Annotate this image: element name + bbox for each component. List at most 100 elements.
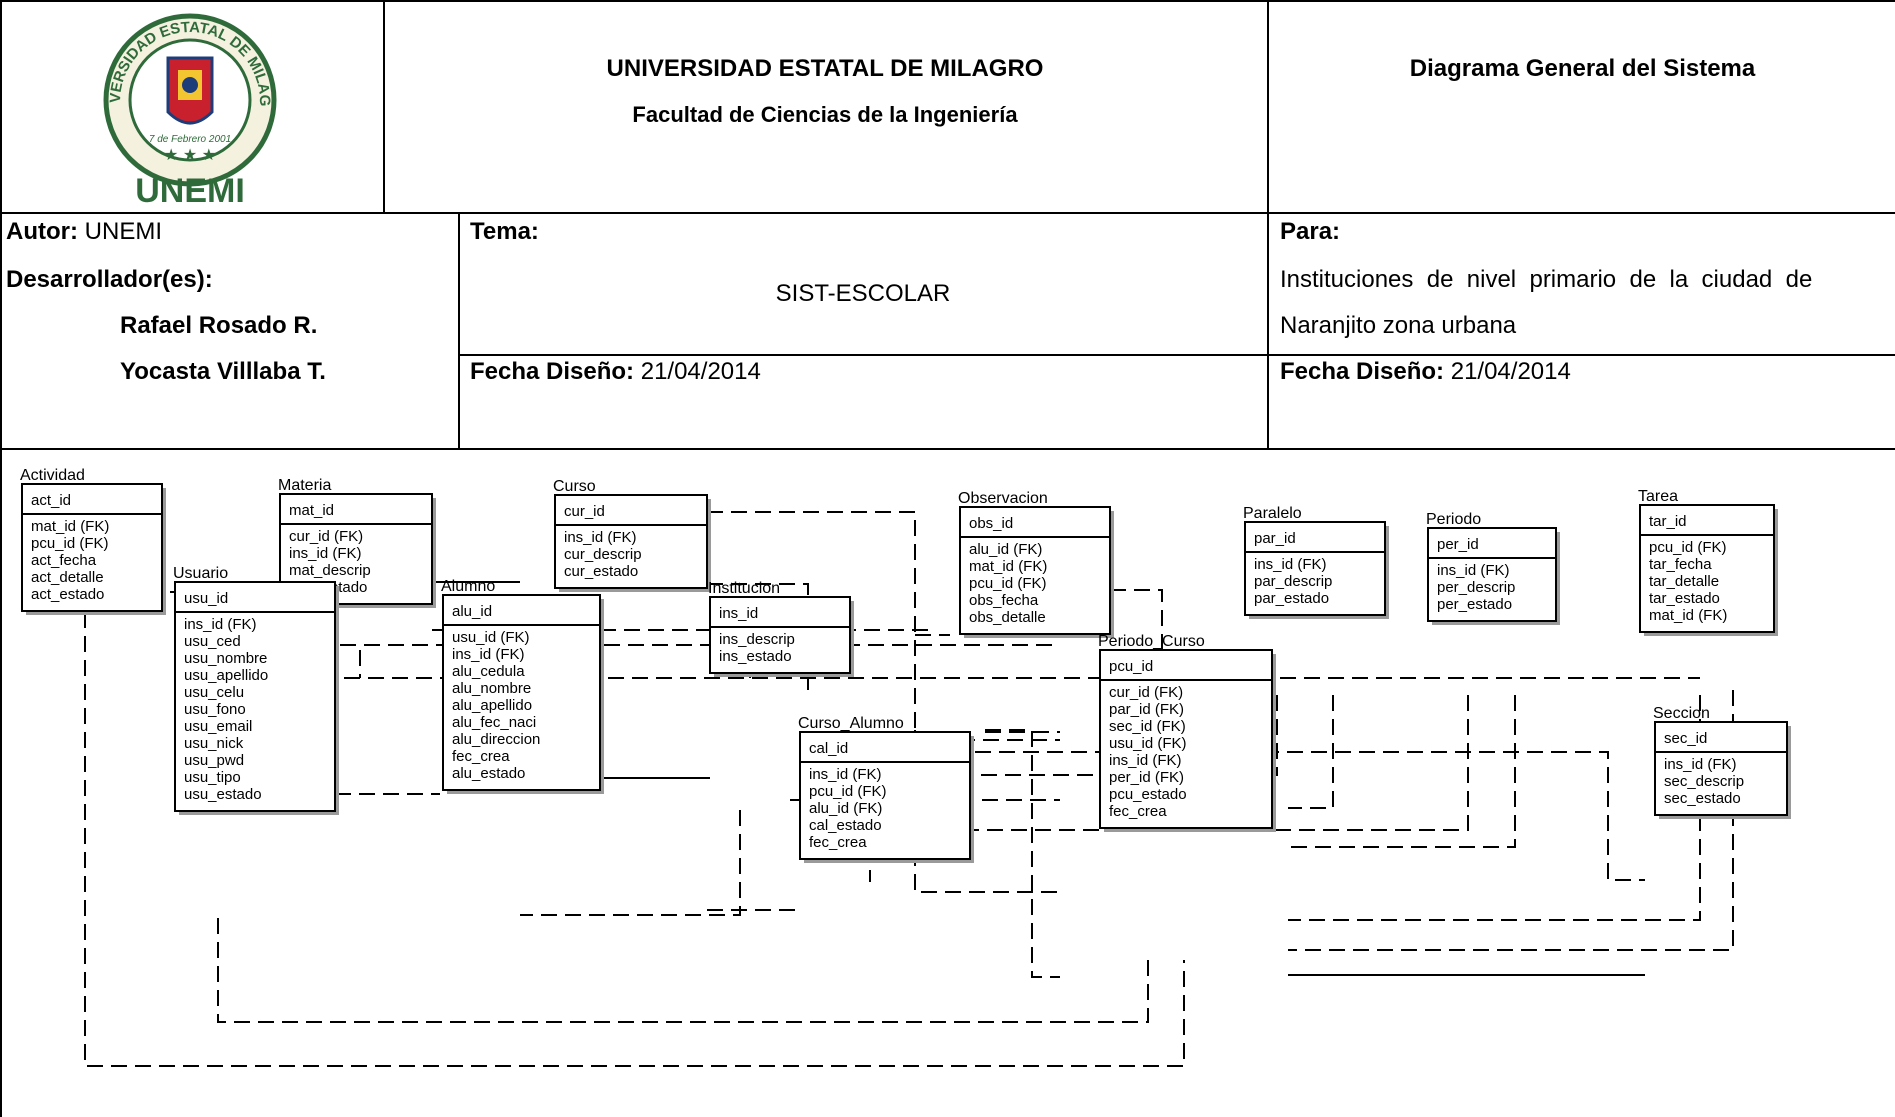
entity-attribute: usu_fono	[184, 701, 246, 718]
entity-attribute: obs_detalle	[969, 609, 1046, 626]
entity-box	[709, 596, 851, 674]
entity-title: Curso	[553, 478, 596, 495]
document-title: Diagrama General del Sistema	[1409, 55, 1756, 82]
entity-attribute: usu_estado	[184, 786, 262, 803]
entity-attribute: usu_celu	[184, 684, 244, 701]
entity-attribute: tar_fecha	[1649, 556, 1712, 573]
frame-top-border	[0, 0, 1895, 2]
developer-1: Rafael Rosado R.	[120, 312, 318, 339]
design-date-value: 21/04/2014	[640, 358, 761, 385]
topic-value: SIST-ESCOLAR	[775, 280, 951, 307]
entity-attribute: usu_email	[184, 718, 252, 735]
entity-attribute: fec_crea	[452, 748, 510, 765]
entity-attribute: ins_id (FK)	[452, 646, 525, 663]
info-col1-divider	[458, 212, 460, 450]
entity-attribute: par_estado	[1254, 590, 1329, 607]
entity-attribute: per_descrip	[1437, 579, 1515, 596]
entity-attribute: tar_estado	[1649, 590, 1720, 607]
primary-key: per_id	[1437, 536, 1479, 553]
primary-key: alu_id	[452, 603, 492, 620]
entity-attribute: usu_pwd	[184, 752, 244, 769]
audience-line-1: Instituciones de nivel primario de la ci…	[1280, 266, 1813, 293]
entity-title: Curso_Alumno	[798, 715, 904, 732]
entity-attribute: ins_id (FK)	[184, 616, 257, 633]
primary-key: par_id	[1254, 530, 1296, 547]
header-row-divider	[0, 212, 1895, 214]
university-name: UNIVERSIDAD ESTATAL DE MILAGRO	[606, 55, 1044, 82]
entity-attribute: alu_cedula	[452, 663, 525, 680]
primary-key: tar_id	[1649, 513, 1687, 530]
entity-attribute: usu_nombre	[184, 650, 267, 667]
entity-title: Periodo_Curso	[1098, 633, 1205, 650]
entity-attribute: usu_ced	[184, 633, 241, 650]
diagram-section-divider	[0, 448, 1895, 450]
entity-attribute: ins_id (FK)	[289, 545, 362, 562]
entity-attribute: pcu_id (FK)	[969, 575, 1047, 592]
entity-title: Paralelo	[1243, 505, 1302, 522]
entity-attribute: ins_estado	[719, 648, 792, 665]
university-logo: UNIVERSIDAD ESTATAL DE MILAGRO 7 de Febr…	[92, 0, 283, 210]
entity-attribute: alu_nombre	[452, 680, 531, 697]
entity-attribute: ins_id (FK)	[1109, 752, 1182, 769]
entity-attribute: cur_estado	[564, 563, 638, 580]
entity-attribute: alu_apellido	[452, 697, 532, 714]
primary-key: usu_id	[184, 590, 228, 607]
entity-attribute: ins_descrip	[719, 631, 795, 648]
design-date-label: Fecha Diseño:	[470, 358, 635, 385]
entity-title: Tarea	[1638, 488, 1678, 505]
entity-attribute: ins_id (FK)	[564, 529, 637, 546]
entity-title: Institucion	[708, 580, 780, 597]
entity-attribute: usu_nick	[184, 735, 244, 752]
author-value: UNEMI	[84, 218, 162, 245]
design-date-field-2: Fecha Diseño: 21/04/2014	[1280, 358, 1571, 386]
entity-attribute: mat_id (FK)	[969, 558, 1047, 575]
design-date-field: Fecha Diseño: 21/04/2014	[470, 358, 761, 386]
design-date-label-2: Fecha Diseño:	[1280, 358, 1445, 385]
entity-attribute: ins_id (FK)	[1664, 756, 1737, 773]
entity-attribute: usu_tipo	[184, 769, 241, 786]
developers-label: Desarrollador(es):	[6, 266, 213, 293]
entity-box	[442, 594, 601, 791]
entity-title: Seccion	[1653, 705, 1710, 722]
info-row-divider	[458, 354, 1895, 356]
entity-attribute: pcu_estado	[1109, 786, 1187, 803]
entity-box	[959, 506, 1111, 635]
entity-box	[21, 483, 163, 612]
entity-attribute: alu_estado	[452, 765, 525, 782]
entity-attribute: pcu_id (FK)	[809, 783, 887, 800]
primary-key: ins_id	[719, 605, 758, 622]
entity-attribute: per_id (FK)	[1109, 769, 1184, 786]
entity-title: Periodo	[1426, 511, 1481, 528]
entity-attribute: mat_descrip	[289, 562, 371, 579]
entity-attribute: sec_estado	[1664, 790, 1741, 807]
entity-box	[1427, 527, 1557, 622]
entity-attribute: obs_fecha	[969, 592, 1039, 609]
primary-key: sec_id	[1664, 730, 1707, 747]
entity-attribute: alu_direccion	[452, 731, 540, 748]
entity-attribute: par_descrip	[1254, 573, 1332, 590]
primary-key: pcu_id	[1109, 658, 1153, 675]
entity-title: Alumno	[441, 578, 495, 595]
entity-box	[1654, 721, 1788, 816]
primary-key: cur_id	[564, 503, 605, 520]
entity-attribute: pcu_id (FK)	[31, 535, 109, 552]
faculty-name: Facultad de Ciencias de la Ingeniería	[632, 102, 1018, 127]
entity-box	[174, 581, 336, 812]
entity-box	[554, 494, 708, 589]
entity-attribute: ins_id (FK)	[1437, 562, 1510, 579]
entity-title: Observacion	[958, 490, 1048, 507]
entity-attribute: act_detalle	[31, 569, 104, 586]
entity-attribute: alu_fec_naci	[452, 714, 536, 731]
entity-attribute: cur_descrip	[564, 546, 642, 563]
audience-label: Para:	[1280, 218, 1341, 245]
entity-title: Usuario	[173, 565, 228, 582]
info-col2-divider	[1267, 0, 1269, 450]
entity-attribute: usu_id (FK)	[1109, 735, 1187, 752]
design-date-value-2: 21/04/2014	[1450, 358, 1571, 385]
